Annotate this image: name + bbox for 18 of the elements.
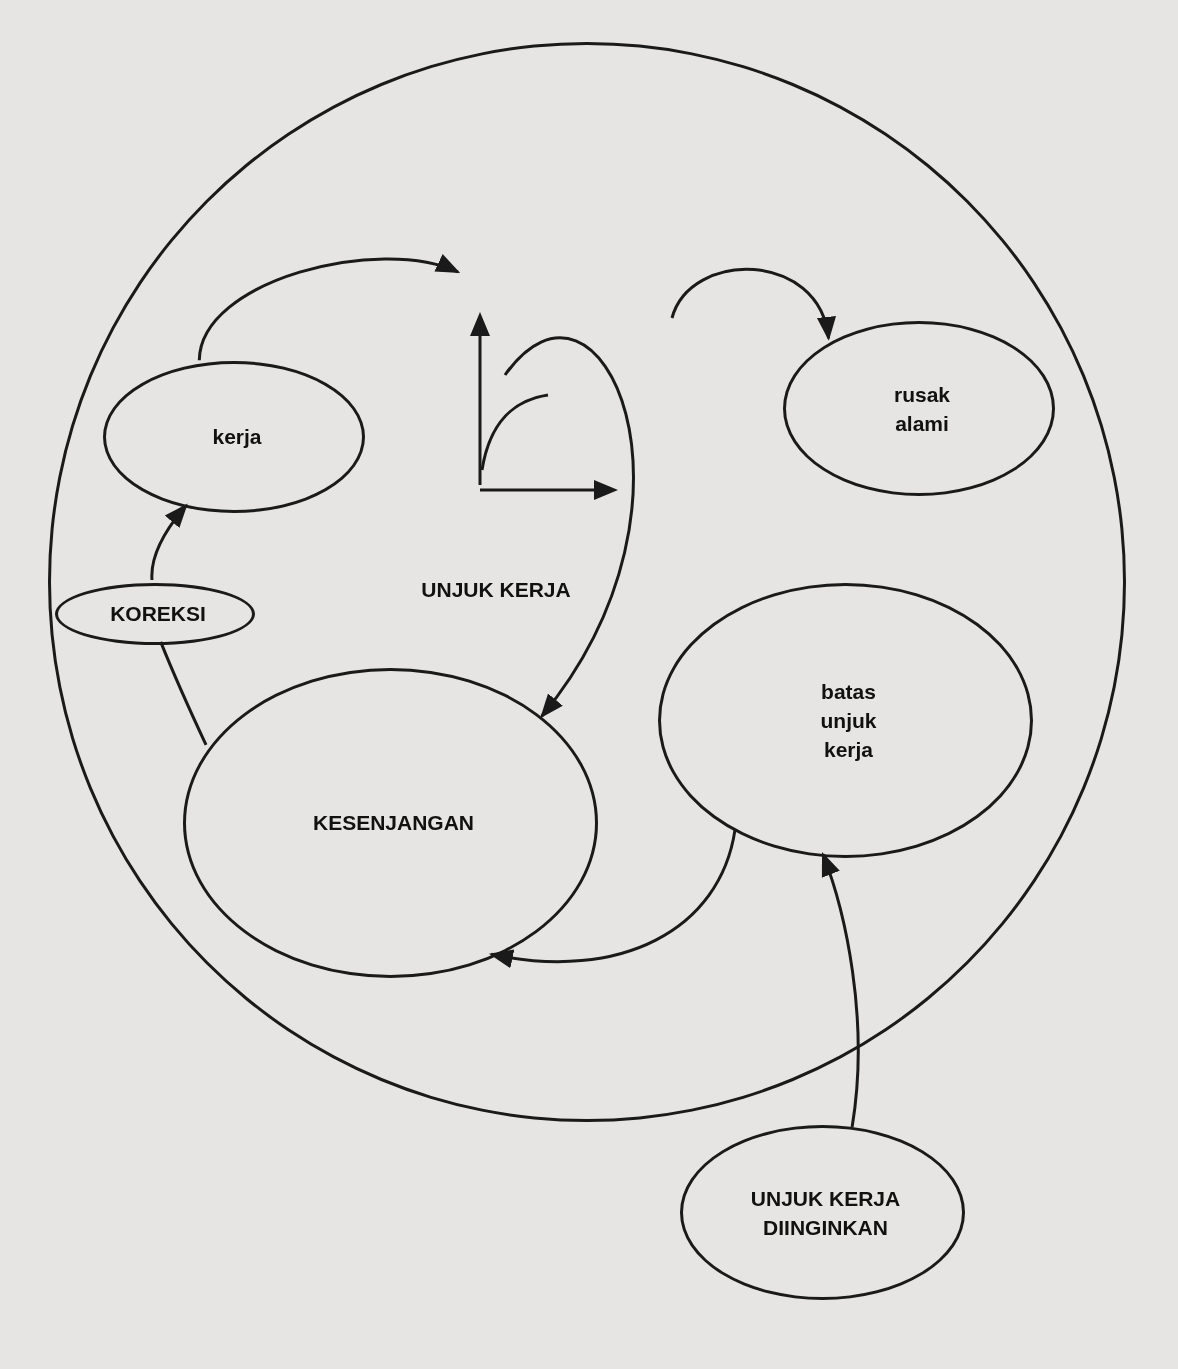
node-label: KESENJANGAN (312, 810, 475, 837)
curved-arrow (670, 268, 834, 341)
node-label: batas unjuk kerja (819, 678, 878, 764)
curved-arrow (197, 255, 461, 361)
node-label: UNJUK KERJA (420, 577, 572, 603)
node-label: kerja (211, 424, 263, 451)
node-label: rusak alami (892, 381, 951, 437)
node-label: UNJUK KERJA DIINGINKAN (749, 1185, 902, 1241)
ellipse-node (783, 321, 1055, 496)
node-label: KOREKSI (109, 601, 207, 628)
ellipse-node (48, 42, 1126, 1122)
curved-arrow (488, 829, 737, 968)
ellipse-node (55, 583, 255, 645)
ellipse-node (103, 361, 365, 513)
ellipse-node (658, 583, 1033, 858)
curved-arrow (503, 337, 635, 719)
ellipse-node (183, 668, 598, 978)
ellipse-node (680, 1125, 965, 1300)
